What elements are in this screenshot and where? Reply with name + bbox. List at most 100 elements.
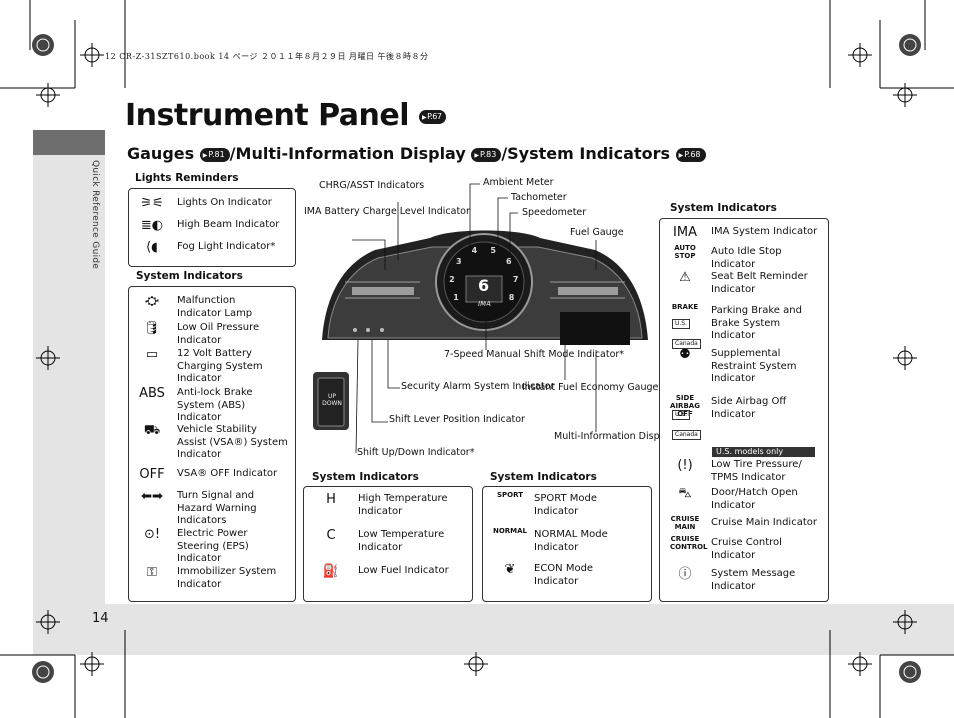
temp-box [303,486,473,602]
door-icon: ⛍ [678,486,692,501]
label-multi-info-display: Multi-Information Display [554,431,674,442]
right-system-label: Side Airbag Off Indicator [711,396,787,420]
eps-icon: ⊙! [143,527,161,542]
left-system-label: Turn Signal and Hazard Warning Indicator… [177,490,257,526]
left-system-label: Anti-lock Brake System (ABS) Indicator [177,387,253,423]
page-number: 14 [92,611,109,626]
mode-box-title: System Indicators [490,471,597,483]
mid-ref[interactable]: P.83 [471,147,502,162]
ima-icon: IMA [673,225,697,240]
tach-numeral: 7 [512,274,519,284]
label-tachometer: Tachometer [511,192,567,203]
right-system-label: System Message Indicator [711,568,796,592]
cruise-main-icon: CRUISE MAIN [670,515,700,531]
brake-icon: BRAKE [671,303,699,311]
right-system-label: Parking Brake and Brake System Indicator [711,305,802,341]
cluster-ima-logo: IMA [478,300,491,308]
vsa-off-icon: OFF [139,467,165,482]
high-temp-icon: H [326,492,336,507]
label-shift-updown: Shift Up/Down Indicator* [357,447,475,458]
left-system-box [128,286,296,602]
tach-numeral: 3 [455,257,462,267]
right-system-label: Low Tire Pressure/ TPMS Indicator [711,459,802,483]
mid-label: /Multi-Information Display [229,144,466,163]
temp-label: Low Temperature Indicator [358,529,445,553]
label-security-alarm: Security Alarm System Indicator [401,381,555,392]
tach-numeral: 1 [453,293,459,302]
sys-ref[interactable]: P.68 [675,147,706,162]
fuel-icon: ⛽ [322,564,340,579]
cluster-gear-digit: 6 [478,276,490,295]
tach-numeral: 8 [508,293,515,302]
mode-label: ECON Mode Indicator [534,563,594,587]
lights-label: High Beam Indicator [177,219,280,230]
info-icon: ⓘ [678,567,692,582]
region-tag: Canada [672,430,701,440]
vsa-icon: ⛟ [143,423,161,438]
malfunction-icon: ⛮ [145,294,159,309]
left-system-label: Electric Power Steering (EPS) Indicator [177,528,249,564]
right-system-label: Cruise Control Indicator [711,537,782,561]
region-tag: U.S. [672,410,691,420]
gauges-ref[interactable]: P.81 [199,147,230,162]
tach-numeral: 6 [506,257,512,267]
right-system-label: Door/Hatch Open Indicator [711,487,798,511]
region-tag: Canada [672,339,701,349]
battery-icon: ▭ [145,347,159,362]
left-system-label: Vehicle Stability Assist (VSA®) System I… [177,424,288,460]
print-header: 12 CR-Z-31SZT610.book 14 ページ ２０１１年８月２９日 … [105,52,429,61]
shift-down-label: DOWN [322,400,342,407]
gauges-label: Gauges [127,144,195,163]
label-ambient-meter: Ambient Meter [483,177,554,188]
mode-box [482,486,652,602]
lights-on-icon: ⚞⚟ [140,196,164,211]
left-system-label: 12 Volt Battery Charging System Indicato… [177,348,263,384]
turn-signal-icon: ⬅➡ [141,489,163,504]
left-system-label: Low Oil Pressure Indicator [177,322,260,346]
page-title: Instrument Panel P.67 [125,98,447,133]
sidebar-band [33,130,105,655]
sport-icon: SPORT [497,491,523,499]
cruise-control-icon: CRUISE CONTROL [670,535,708,551]
tach-numeral: 2 [449,274,455,284]
label-ima-battery: IMA Battery Charge Level Indicator [304,206,470,217]
lights-label: Lights On Indicator [177,197,272,208]
lights-label: Fog Light Indicator* [177,241,276,252]
lights-reminders-box [128,188,296,267]
temp-label: Low Fuel Indicator [358,565,449,576]
label-chrg-asst: CHRG/ASST Indicators [319,180,425,191]
seatbelt-icon: ⚠ [679,270,691,285]
tach-numeral: 4 [471,246,478,256]
section-label: Quick Reference Guide [90,160,100,270]
immobilizer-icon: ⚿ [147,565,157,580]
srs-icon: ⚉ [679,347,691,362]
lights-reminders-title: Lights Reminders [135,172,239,184]
us-models-badge: U.S. models only [712,447,815,457]
label-speedometer: Speedometer [522,207,587,218]
label-7-speed-shift: 7-Speed Manual Shift Mode Indicator* [444,349,625,360]
low-temp-icon: C [326,528,336,543]
temp-label: High Temperature Indicator [358,493,448,517]
right-system-title: System Indicators [670,202,777,214]
econ-icon: ❦ [504,562,516,577]
region-tag: U.S. [672,319,691,329]
mode-label: SPORT Mode Indicator [534,493,598,517]
mode-label: NORMAL Mode Indicator [534,529,608,553]
subtitle: Gauges P.81/Multi-Information Display P.… [127,144,706,163]
sidebar-tab [33,130,105,155]
shift-up-label: UP [327,393,336,400]
right-system-label: IMA System Indicator [711,226,818,237]
left-system-label: VSA® OFF Indicator [177,468,278,479]
title-page-ref[interactable]: P.67 [418,109,447,124]
title-text: Instrument Panel [125,98,410,133]
high-beam-icon: ≣◐ [140,218,164,233]
tach-numeral: 5 [490,246,496,256]
left-system-label: Immobilizer System Indicator [177,566,277,590]
tpms-icon: (!) [677,458,693,473]
normal-icon: NORMAL [492,527,528,535]
oil-pressure-icon: 🛢 [143,321,161,336]
fog-light-icon: ⟨◖ [146,240,158,255]
